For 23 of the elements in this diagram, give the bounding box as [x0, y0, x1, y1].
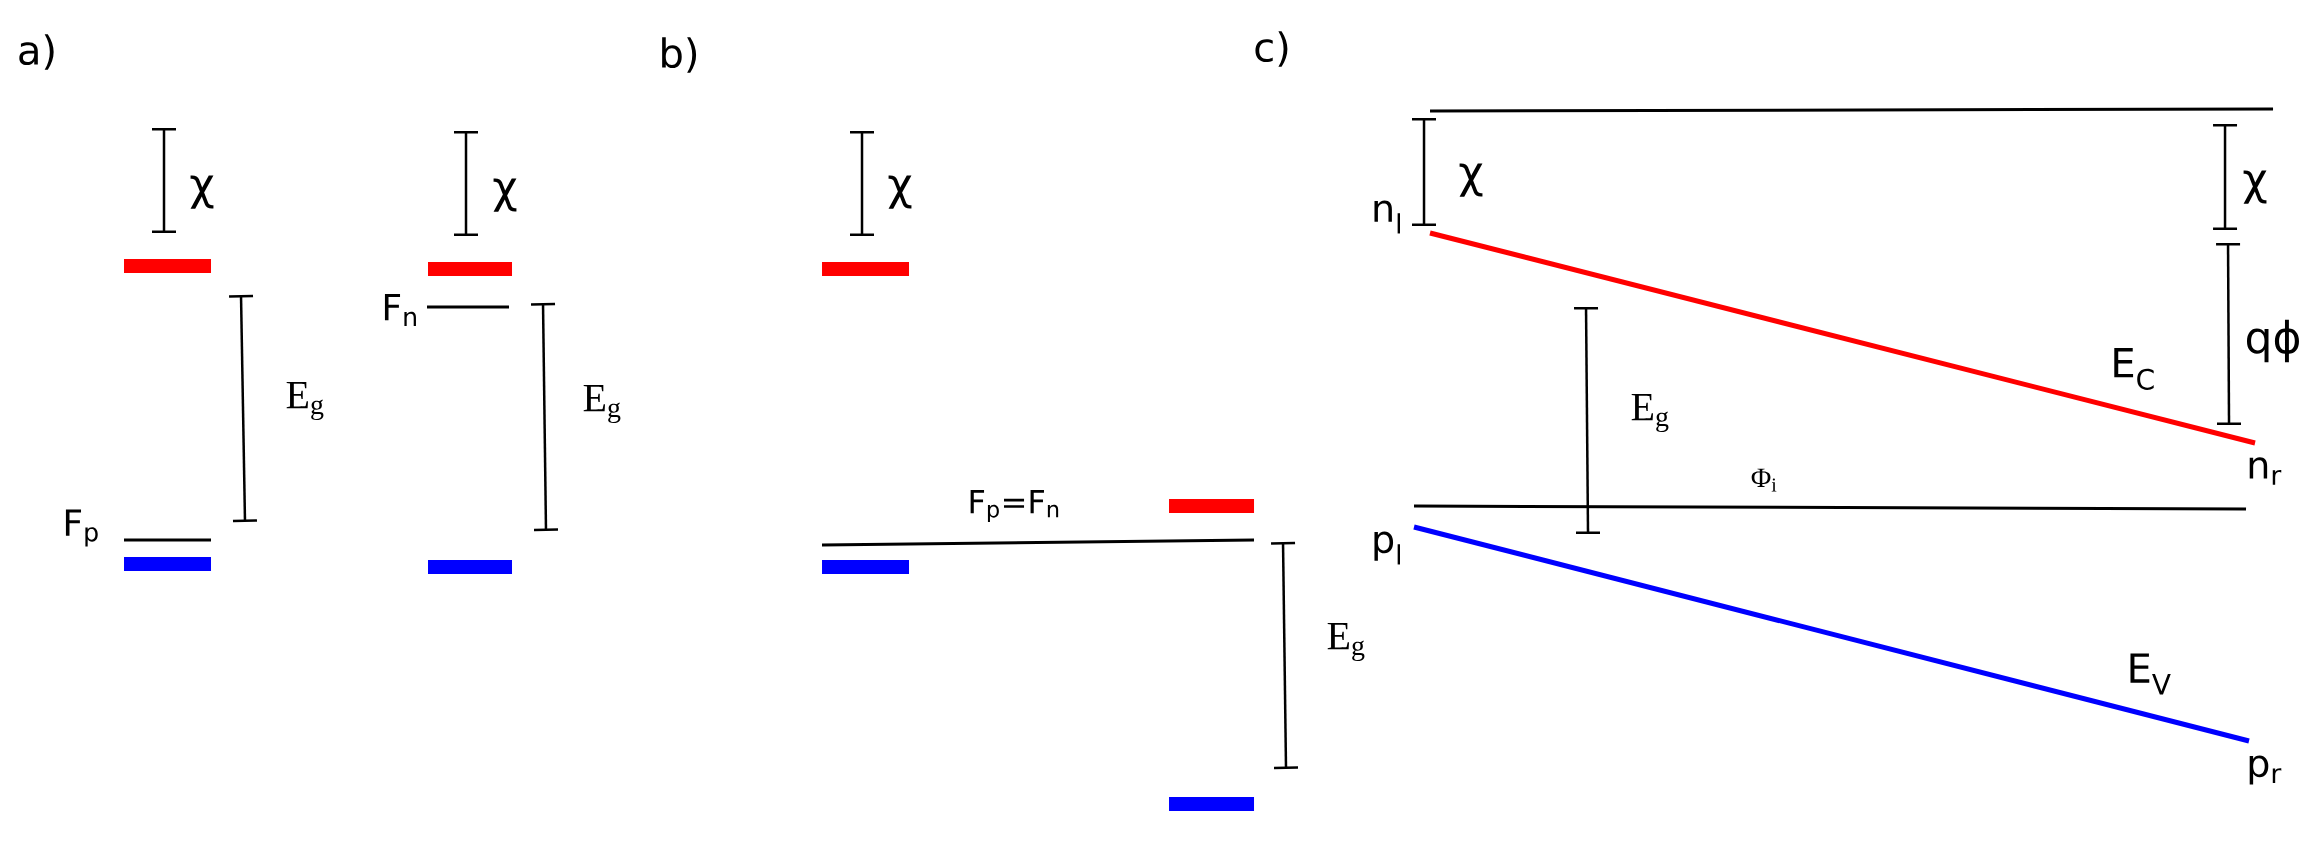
panel-letter: a)	[19, 34, 54, 70]
symbol-label: χ	[2243, 170, 2267, 204]
symbol-label: F$_{n}$	[384, 294, 416, 326]
symbol-label: E$_{g}$	[1327, 623, 1365, 661]
symbol-label: E$_{g}$	[1631, 394, 1669, 432]
symbol-label: χ	[493, 178, 517, 212]
symbol-label: F$_{p}$	[65, 509, 98, 547]
symbol-label: E$_{g}$	[286, 382, 324, 420]
symbol-label: E$_{V}$	[2130, 653, 2171, 695]
symbol-label: n$_{r}$	[2249, 457, 2282, 485]
symbol-label: χ	[1459, 163, 1483, 197]
symbol-label: χ	[888, 175, 912, 209]
symbol-label: qϕ	[2247, 319, 2299, 363]
symbol-label: E$_{C}$	[2114, 348, 2154, 390]
symbol-label: F$_{p}$=F$_{n}$	[970, 490, 1059, 522]
symbol-label: Φ$_{i}$	[1751, 468, 1777, 492]
symbol-label: E$_{g}$	[583, 385, 621, 423]
panel-letter: c)	[1255, 31, 1288, 67]
symbol-label: p$_{l}$	[1374, 531, 1401, 565]
symbol-label: χ	[190, 175, 214, 209]
symbol-label: p$_{r}$	[2249, 755, 2282, 785]
panel-letter: b)	[662, 37, 697, 73]
symbol-label: n$_{l}$	[1374, 200, 1400, 234]
